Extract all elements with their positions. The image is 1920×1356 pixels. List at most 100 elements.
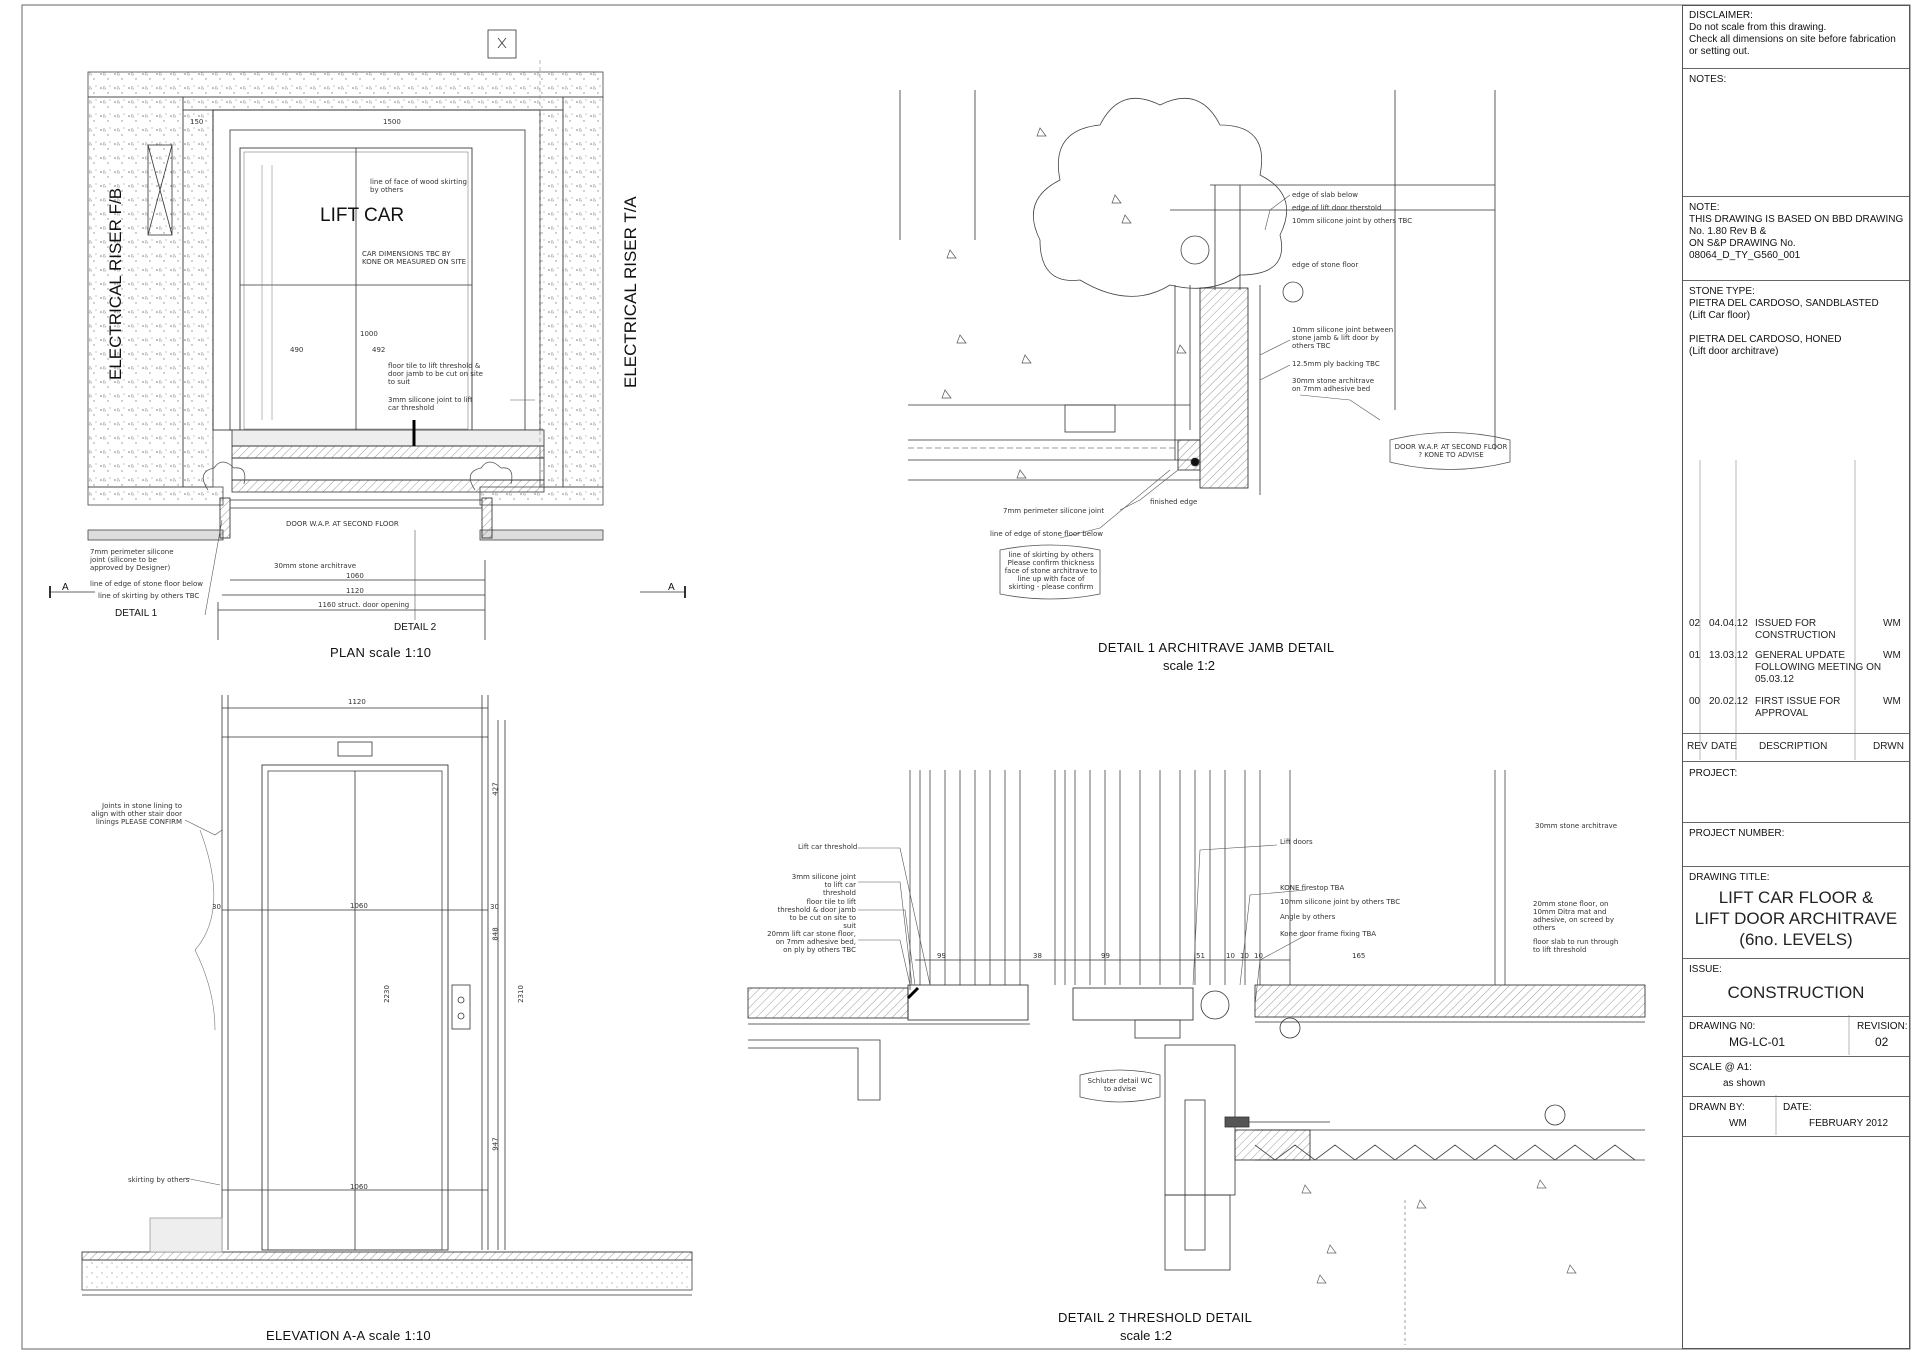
issue-head: ISSUE: — [1689, 964, 1722, 975]
d1-note-7: DOOR W.A.P. AT SECOND FLOOR ? KONE TO AD… — [1394, 443, 1508, 459]
revision-value: 02 — [1875, 1035, 1889, 1049]
detail1-callout: DETAIL 1 — [115, 608, 158, 619]
d2-mid-note-2: 10mm silicone joint by others TBC — [1280, 898, 1401, 906]
floor-tile-note: floor tile to lift threshold & door jamb… — [388, 362, 483, 386]
elev-joints-note: Joints in stone lining to align with oth… — [91, 802, 182, 826]
d2-mid-note-4: Kone door frame fixing TBA — [1280, 930, 1377, 938]
d2-schluter-note: Schluter detail WC to advise — [1087, 1077, 1153, 1093]
elev-dim-1060: 1060 — [350, 902, 368, 910]
note-head: NOTE: — [1689, 202, 1720, 213]
rev-1-drwn: WM — [1883, 650, 1901, 661]
architrave-note: 30mm stone architrave — [274, 562, 357, 570]
drawn-by: WM — [1729, 1118, 1747, 1129]
d1-note-10: line of edge of stone floor below — [990, 530, 1103, 538]
elev-dim-427: 427 — [491, 782, 500, 796]
detail2-drawing — [747, 770, 1646, 1345]
dim-1500: 1500 — [383, 118, 401, 126]
rev-0-rev: 02 — [1689, 618, 1701, 629]
d2-dim-4: 10 — [1226, 952, 1235, 960]
d1-note-3: edge of stone floor — [1292, 261, 1359, 269]
d1-note-6: 30mm stone architrave on 7mm adhesive be… — [1292, 377, 1375, 393]
car-dims-note: CAR DIMENSIONS TBC BY KONE OR MEASURED O… — [362, 250, 467, 266]
d2-right-note-0: 30mm stone architrave — [1535, 822, 1618, 830]
d1-note-8: finished edge — [1150, 498, 1198, 506]
title-block-grid — [1699, 460, 1856, 1135]
d2-dim-0: 99 — [937, 952, 946, 960]
d2-dim-1: 38 — [1033, 952, 1042, 960]
notes-head: NOTES: — [1689, 74, 1727, 85]
elev-skirting-note: skirting by others — [128, 1176, 190, 1184]
date-head2: DATE: — [1783, 1102, 1812, 1113]
rev-1-date: 13.03.12 — [1709, 650, 1748, 661]
plan-title: PLAN scale 1:10 — [330, 645, 432, 660]
d2-mid-note-3: Angle by others — [1280, 913, 1336, 921]
skirting-note: line of skirting by others TBC — [98, 592, 200, 600]
d2-dim-7: 165 — [1352, 952, 1366, 960]
dim-1000: 1000 — [360, 330, 378, 338]
rev-0-desc: ISSUED FOR CONSTRUCTION — [1755, 618, 1836, 641]
d1-note-5: 12.5mm ply backing TBC — [1292, 360, 1380, 368]
rev-1-rev: 01 — [1689, 650, 1701, 661]
d1-note-11: line of skirting by others Please confir… — [1004, 551, 1098, 591]
rev-0-date: 04.04.12 — [1709, 618, 1748, 629]
scale-value: as shown — [1723, 1078, 1766, 1089]
dim-492: 492 — [372, 346, 386, 354]
rev-head: REV — [1687, 741, 1708, 752]
rev-2-drwn: WM — [1883, 696, 1901, 707]
drawing-no: MG-LC-01 — [1729, 1035, 1786, 1049]
detail2-title: DETAIL 2 THRESHOLD DETAIL — [1058, 1310, 1253, 1325]
elev-dim-2230: 2230 — [382, 985, 391, 1003]
d1-note-1: edge of lift door therstold — [1292, 204, 1382, 212]
d2-dim-2: 99 — [1101, 952, 1110, 960]
silicone-note: 3mm silicone joint to lift car threshold — [388, 396, 473, 412]
dim-1060: 1060 — [346, 572, 364, 580]
elev-dim-947: 947 — [491, 1137, 500, 1151]
riser-right-label: ELECTRICAL RISER T/A — [621, 196, 640, 388]
rev-2-desc: FIRST ISSUE FOR APPROVAL — [1755, 696, 1841, 719]
drwn-head: DRWN — [1873, 741, 1904, 752]
title-block: DISCLAIMER: Do not scale from this drawi… — [1682, 5, 1910, 1349]
issue-value: CONSTRUCTION — [1727, 983, 1865, 1002]
rev-2-rev: 00 — [1689, 696, 1701, 707]
detail2-scale: scale 1:2 — [1120, 1328, 1173, 1343]
drawing-no-head: DRAWING N0: — [1689, 1021, 1756, 1032]
door-map-note: DOOR W.A.P. AT SECOND FLOOR — [286, 520, 399, 528]
d2-left-note-1: 3mm silicone joint to lift car threshold — [791, 873, 856, 897]
d1-note-4: 10mm silicone joint between stone jamb &… — [1292, 326, 1394, 350]
rev-0-drwn: WM — [1883, 618, 1901, 629]
detail2-callout: DETAIL 2 — [394, 622, 437, 633]
section-a-right: A — [668, 582, 675, 593]
elev-dim-2310: 2310 — [516, 985, 525, 1003]
stone-head: STONE TYPE: — [1689, 286, 1755, 297]
elev-dim-30b: 30 — [490, 903, 499, 911]
elevation-drawing — [81, 695, 693, 1296]
plan-view — [49, 29, 686, 640]
rev-1-desc: GENERAL UPDATE FOLLOWING MEETING ON 05.0… — [1755, 650, 1882, 685]
stone-text: PIETRA DEL CARDOSO, SANDBLASTED (Lift Ca… — [1689, 298, 1879, 357]
d2-dim-6: 10 — [1254, 952, 1263, 960]
detail1-drawing — [899, 90, 1511, 600]
d2-dim-5: 10 — [1240, 952, 1249, 960]
d1-note-2: 10mm silicone joint by others TBC — [1292, 217, 1413, 225]
elev-dim-30a: 30 — [212, 903, 221, 911]
disclaimer-text: Do not scale from this drawing. Check al… — [1689, 22, 1896, 57]
dim-opening: 1160 struct. door opening — [318, 601, 410, 609]
project-head: PROJECT: — [1689, 768, 1738, 779]
drawn-by-head: DRAWN BY: — [1689, 1102, 1745, 1113]
d2-left-note-3: 20mm lift car stone floor, on 7mm adhesi… — [767, 930, 856, 954]
detail1-title: DETAIL 1 ARCHITRAVE JAMB DETAIL — [1098, 640, 1335, 655]
desc-head: DESCRIPTION — [1759, 741, 1828, 752]
date-head: DATE — [1711, 741, 1737, 752]
detail1-scale: scale 1:2 — [1163, 658, 1216, 673]
section-a-left: A — [62, 582, 69, 593]
project-number-head: PROJECT NUMBER: — [1689, 828, 1785, 839]
scale-head: SCALE @ A1: — [1689, 1062, 1752, 1073]
d2-mid-note-0: Lift doors — [1280, 838, 1313, 846]
riser-left-label: ELECTRICAL RISER F/B — [106, 187, 125, 380]
disclaimer-head: DISCLAIMER: — [1689, 10, 1753, 21]
d2-left-note-0: Lift car threshold — [798, 843, 858, 851]
face-wood-note: line of face of wood skirting by others — [370, 178, 467, 194]
dim-1120: 1120 — [346, 587, 364, 595]
drawing-title-head: DRAWING TITLE: — [1689, 872, 1770, 883]
